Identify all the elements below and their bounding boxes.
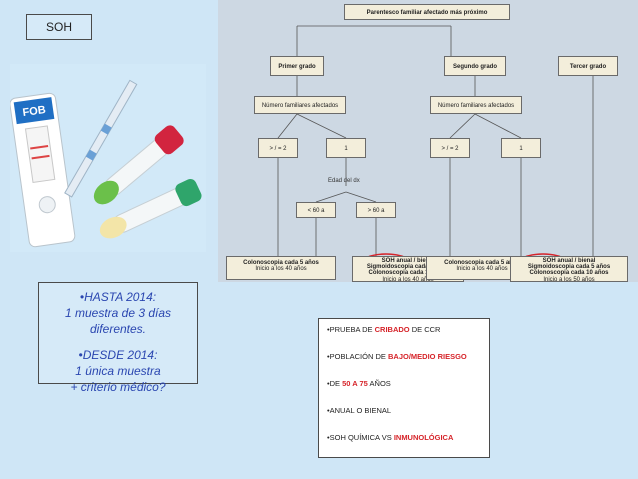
segundo-grado-box: Segundo grado [444,56,506,76]
lt60-box: < 60 a [296,202,336,218]
gt60-box: > 60 a [356,202,396,218]
history-line-6: + criterio médico? [70,380,166,394]
info-row-frecuencia: •ANUAL O BIENAL [327,406,392,415]
numero-familiares-box-2: Número familiares afectados [430,96,522,114]
info-row-poblacion: •POBLACIÓN DE BAJO/MEDIO RIESGO [327,352,467,361]
fob-test-kit-image: FOB [9,64,206,252]
info-row-cribado: •PRUEBA DE CRIBADO DE CCR [327,325,441,334]
test-kit-illustration: FOB [9,79,202,248]
numero-familiares-box-1: Número familiares afectados [254,96,346,114]
primer-grado-box: Primer grado [270,56,324,76]
screening-info-box: •PRUEBA DE CRIBADO DE CCR •POBLACIÓN DE … [318,318,490,458]
history-line-3: diferentes. [89,322,147,336]
screening-flowchart: Parentesco familiar afectado más próximo… [218,0,638,283]
info-row-tipo: •SOH QUÍMICA VS INMUNOLÓGICA [327,433,454,442]
tercer-grado-box: Tercer grado [558,56,618,76]
ge2-box-1: > / = 2 [258,138,298,158]
slide-tag: SOH [26,14,92,40]
history-spacer [39,337,197,347]
colonoscopia-box-1: Colonoscopia cada 5 años Inicio a los 40… [226,256,336,280]
kit-label: FOB [22,104,47,119]
soh-box-2: SOH anual / bienal Sigmoidoscopia cada 5… [510,256,628,283]
one-box-2: 1 [501,138,541,158]
history-line-5: 1 única muestra [75,364,161,378]
history-box: •HASTA 2014: 1 muestra de 3 días diferen… [38,282,198,394]
info-row-edad: •DE 50 A 75 AÑOS [327,379,391,388]
one-box-1: 1 [326,138,366,158]
ge2-box-2: > / = 2 [430,138,470,158]
history-line-2: 1 muestra de 3 días [64,306,172,320]
flow-title-box: Parentesco familiar afectado más próximo [344,4,510,20]
history-line-1: •HASTA 2014: [79,290,157,304]
edad-label: Edad del dx [328,178,360,184]
history-line-4: •DESDE 2014: [78,348,158,362]
